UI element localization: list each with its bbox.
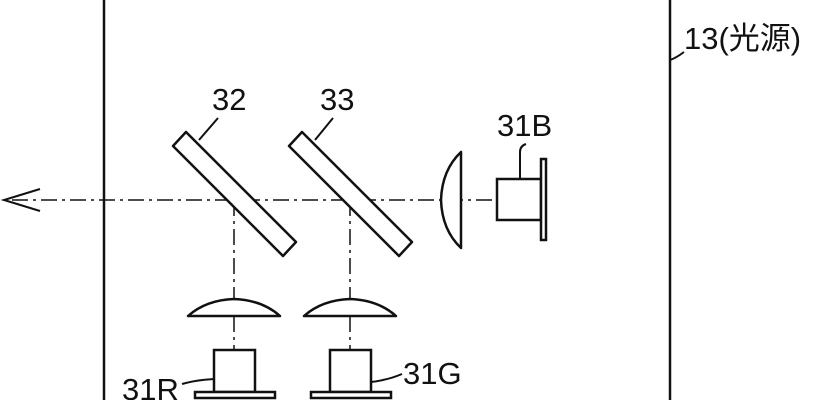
lens-green [302,297,398,318]
leader-31r [181,378,215,385]
dichroic-mirror-32 [171,130,298,258]
label-led-31b: 31B [497,108,552,143]
lens-blue [439,150,463,250]
leader-31g [370,373,403,383]
leader-31b [519,143,527,179]
label-mirror-32: 32 [212,82,246,117]
dichroic-mirror-33 [287,130,414,258]
label-led-31r: 31R [122,372,179,400]
enclosure-leader-line [669,51,685,61]
led-31g [309,348,393,400]
output-arrow [0,188,41,212]
led-31b [495,157,548,242]
label-mirror-33: 33 [320,82,354,117]
label-light-source: 13(光源) [684,21,801,56]
lens-red [186,297,282,318]
leader-32 [198,117,219,141]
leader-33 [314,117,334,141]
label-led-31g: 31G [403,356,462,391]
led-31r [193,348,277,400]
light-source-enclosure [102,0,672,400]
